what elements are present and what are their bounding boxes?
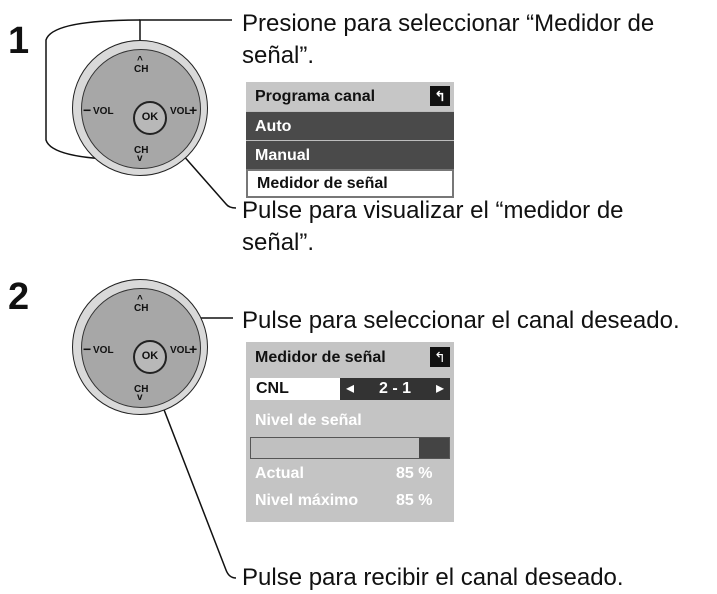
step1-instruction-top: Presione para seleccionar “Medidor de se… — [242, 10, 655, 69]
ch-down-arrow-icon: v — [137, 392, 143, 403]
max-value: 85 % — [396, 492, 433, 509]
ch-up-arrow-icon: ^ — [137, 294, 143, 305]
return-icon[interactable]: ↰ — [430, 347, 450, 367]
vol-plus-label: VOL — [170, 106, 191, 117]
ch-up-arrow-icon: ^ — [137, 55, 143, 66]
vol-minus-icon: − — [83, 341, 92, 357]
signal-level-bar — [250, 437, 450, 459]
ch-up-label: CH — [134, 303, 149, 314]
ok-button[interactable]: OK — [133, 340, 167, 374]
vol-minus-label: VOL — [93, 345, 114, 356]
remote-pad-step1[interactable]: ^ CH − VOL OK VOL + CH v — [72, 40, 208, 176]
cnl-value: 2 - 1 — [378, 380, 411, 397]
actual-value: 85 % — [396, 465, 433, 482]
signal-level-remaining — [419, 438, 449, 458]
vol-plus-icon: + — [189, 341, 198, 357]
vol-minus-label: VOL — [93, 106, 114, 117]
actual-label: Actual — [255, 465, 304, 482]
ch-down-label: CH — [134, 145, 149, 156]
ch-down-arrow-icon: v — [137, 153, 143, 164]
vol-plus-label: VOL — [170, 345, 191, 356]
ch-up-label: CH — [134, 64, 149, 75]
signal-level-label: Nivel de señal — [255, 412, 362, 429]
ch-down-label: CH — [134, 384, 149, 395]
return-icon[interactable]: ↰ — [430, 86, 450, 106]
signal-level-fill — [251, 438, 421, 458]
menu-item-auto[interactable]: Auto — [246, 111, 454, 140]
left-arrow-icon[interactable]: ◂ — [346, 380, 355, 397]
menu-item-manual[interactable]: Manual — [246, 140, 454, 169]
vol-minus-icon: − — [83, 102, 92, 118]
ok-button[interactable]: OK — [133, 101, 167, 135]
max-label: Nivel máximo — [255, 492, 359, 509]
meter-title: Medidor de señal — [255, 349, 386, 366]
menu-title: Programa canal ↰ — [246, 82, 454, 111]
right-arrow-icon[interactable]: ▸ — [435, 380, 444, 397]
step1-instruction-bottom: Pulse para visualizar el “medidor de señ… — [242, 197, 624, 256]
signal-meter-panel: Medidor de señal ↰ CNL ◂ 2 - 1 ▸ Nivel d… — [246, 342, 454, 522]
channel-selector[interactable]: CNL ◂ 2 - 1 ▸ — [250, 378, 450, 400]
step-2-number: 2 — [8, 276, 30, 318]
step2-instruction-top: Pulse para seleccionar el canal deseado. — [242, 307, 680, 334]
step-1-number: 1 — [8, 20, 30, 62]
menu-item-medidor[interactable]: Medidor de señal — [246, 169, 454, 198]
cnl-label: CNL — [256, 380, 289, 397]
programa-canal-menu: Programa canal ↰ Auto Manual Medidor de … — [246, 82, 454, 198]
remote-pad-step2[interactable]: ^ CH − VOL OK VOL + CH v — [72, 279, 208, 415]
step2-instruction-bottom: Pulse para recibir el canal deseado. — [242, 564, 624, 591]
vol-plus-icon: + — [189, 102, 198, 118]
